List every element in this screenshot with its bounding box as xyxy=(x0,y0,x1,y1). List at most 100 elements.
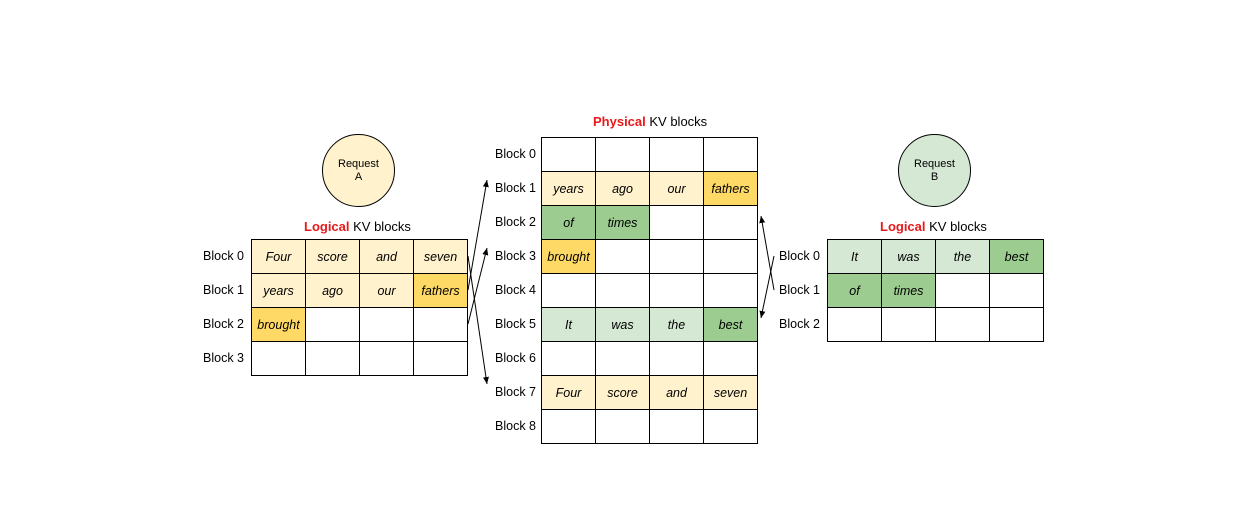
mapping-arrow-b-0 xyxy=(759,255,775,319)
physical-cell-0-0 xyxy=(541,137,596,172)
mapping-arrow-a-0 xyxy=(467,255,489,385)
physical-row-3: brought xyxy=(541,239,758,274)
physical-cell-0-2 xyxy=(649,137,704,172)
logical-b-cell-1-3 xyxy=(989,273,1044,308)
logical-a-cell-2-3 xyxy=(413,307,468,342)
mapping-arrow-a-1 xyxy=(467,179,489,291)
physical-cell-6-0 xyxy=(541,341,596,376)
physical-block-label-5: Block 5 xyxy=(495,317,536,331)
logical-a-cell-0-1: score xyxy=(305,239,360,274)
logical-a-cell-2-0: brought xyxy=(251,307,306,342)
physical-cell-8-1 xyxy=(595,409,650,444)
logical-b-row-2 xyxy=(827,307,1044,342)
logical-a-cell-3-3 xyxy=(413,341,468,376)
logical-b-block-label-1: Block 1 xyxy=(779,283,820,297)
request-a-label-line1: Request xyxy=(338,157,379,170)
physical-cell-3-2 xyxy=(649,239,704,274)
request-a-node: Request A xyxy=(322,134,395,207)
logical-b-cell-1-1: times xyxy=(881,273,936,308)
physical-cell-8-0 xyxy=(541,409,596,444)
physical-cell-8-3 xyxy=(703,409,758,444)
logical-b-title-highlight: Logical xyxy=(880,219,926,234)
logical-a-cell-1-1: ago xyxy=(305,273,360,308)
physical-cell-4-2 xyxy=(649,273,704,308)
logical-b-cell-0-3: best xyxy=(989,239,1044,274)
physical-cell-2-2 xyxy=(649,205,704,240)
mapping-arrow-a-2 xyxy=(467,247,489,325)
physical-cell-6-1 xyxy=(595,341,650,376)
physical-cell-2-1: times xyxy=(595,205,650,240)
physical-cell-8-2 xyxy=(649,409,704,444)
logical-a-cell-2-2 xyxy=(359,307,414,342)
physical-cell-1-3: fathers xyxy=(703,171,758,206)
logical-a-title-highlight: Logical xyxy=(304,219,350,234)
physical-cell-3-0: brought xyxy=(541,239,596,274)
logical-b-cell-2-3 xyxy=(989,307,1044,342)
logical-a-cell-1-3: fathers xyxy=(413,273,468,308)
logical-a-title-rest: KV blocks xyxy=(349,219,411,234)
request-b-label-line1: Request xyxy=(914,157,955,170)
logical-a-cell-0-0: Four xyxy=(251,239,306,274)
logical-a-cell-0-3: seven xyxy=(413,239,468,274)
logical-a-block-label-3: Block 3 xyxy=(203,351,244,365)
logical-kv-title-b: Logical KV blocks xyxy=(880,219,987,234)
physical-cell-7-2: and xyxy=(649,375,704,410)
logical-b-block-label-0: Block 0 xyxy=(779,249,820,263)
logical-b-cell-2-0 xyxy=(827,307,882,342)
request-b-label-line2: B xyxy=(930,170,939,183)
physical-block-label-2: Block 2 xyxy=(495,215,536,229)
physical-block-label-4: Block 4 xyxy=(495,283,536,297)
physical-title-rest: KV blocks xyxy=(645,114,708,129)
logical-a-cell-3-2 xyxy=(359,341,414,376)
physical-cell-4-3 xyxy=(703,273,758,308)
physical-cell-0-1 xyxy=(595,137,650,172)
logical-a-cell-1-0: years xyxy=(251,273,306,308)
logical-a-row-3 xyxy=(251,341,468,376)
logical-a-block-label-0: Block 0 xyxy=(203,249,244,263)
logical-a-block-label-2: Block 2 xyxy=(203,317,244,331)
physical-block-label-1: Block 1 xyxy=(495,181,536,195)
logical-b-cell-2-1 xyxy=(881,307,936,342)
logical-b-block-label-2: Block 2 xyxy=(779,317,820,331)
logical-b-cell-2-2 xyxy=(935,307,990,342)
physical-cell-3-1 xyxy=(595,239,650,274)
logical-b-title-rest: KV blocks xyxy=(925,219,987,234)
physical-block-label-3: Block 3 xyxy=(495,249,536,263)
physical-cell-7-3: seven xyxy=(703,375,758,410)
logical-a-cell-1-2: our xyxy=(359,273,414,308)
logical-a-cell-0-2: and xyxy=(359,239,414,274)
mapping-arrow-b-1 xyxy=(759,215,775,291)
logical-b-cell-0-2: the xyxy=(935,239,990,274)
physical-block-label-8: Block 8 xyxy=(495,419,536,433)
physical-cell-4-1 xyxy=(595,273,650,308)
physical-kv-title: Physical KV blocks xyxy=(593,114,707,129)
physical-cell-7-1: score xyxy=(595,375,650,410)
physical-block-label-0: Block 0 xyxy=(495,147,536,161)
physical-block-label-7: Block 7 xyxy=(495,385,536,399)
physical-cell-5-3: best xyxy=(703,307,758,342)
logical-a-block-label-1: Block 1 xyxy=(203,283,244,297)
physical-row-0 xyxy=(541,137,758,172)
physical-block-label-6: Block 6 xyxy=(495,351,536,365)
physical-row-4 xyxy=(541,273,758,308)
physical-title-highlight: Physical xyxy=(593,114,646,129)
logical-a-cell-3-0 xyxy=(251,341,306,376)
physical-cell-1-1: ago xyxy=(595,171,650,206)
logical-a-row-2: brought xyxy=(251,307,468,342)
physical-row-8 xyxy=(541,409,758,444)
physical-cell-0-3 xyxy=(703,137,758,172)
physical-cell-3-3 xyxy=(703,239,758,274)
physical-cell-2-0: of xyxy=(541,205,596,240)
physical-cell-5-2: the xyxy=(649,307,704,342)
physical-cell-7-0: Four xyxy=(541,375,596,410)
